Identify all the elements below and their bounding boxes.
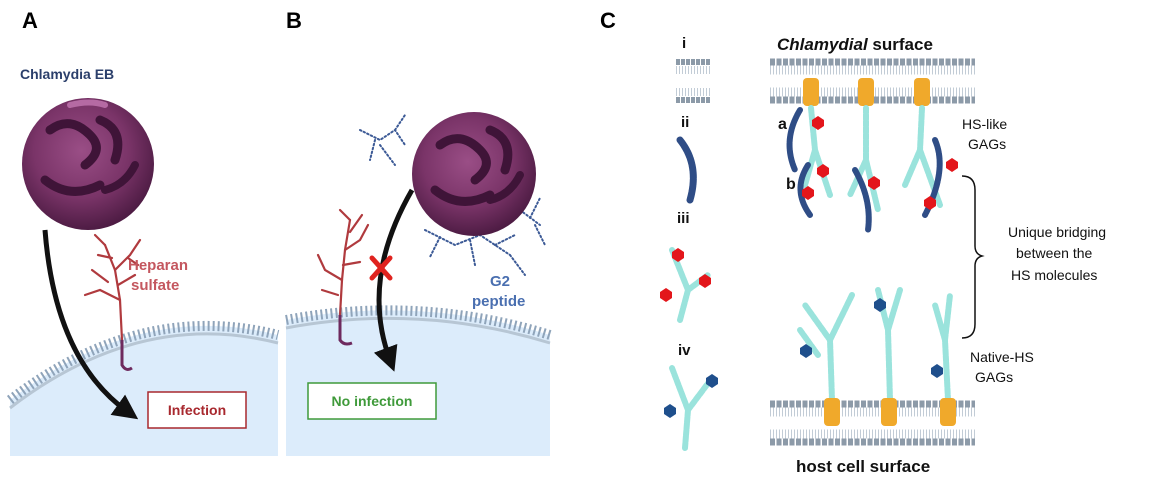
- hs-like-label-1: HS-like: [962, 116, 1007, 132]
- legend-branched-iii: [660, 247, 711, 323]
- blue-hexagons: [800, 298, 943, 378]
- panel-b: B: [285, 8, 552, 456]
- panel-letter-a: A: [22, 8, 38, 33]
- no-infection-box: [307, 382, 437, 420]
- label-iv: iv: [678, 342, 691, 359]
- host-cell-a: [6, 320, 280, 456]
- chlamydial-membrane: [770, 58, 975, 106]
- label-i: i: [682, 35, 686, 52]
- bridging-label-2: between the: [1016, 245, 1092, 261]
- hs-anchor-a: [120, 340, 133, 371]
- host-cell-membrane-c: [770, 398, 975, 446]
- native-hs-gags: [797, 287, 953, 403]
- chlamydia-eb-label: Chlamydia EB: [20, 66, 114, 82]
- red-x-icon: [369, 255, 393, 281]
- g2-peptide-clusters: [359, 114, 546, 276]
- curved-arrow-icon: [42, 229, 139, 420]
- heparan-label-2: sulfate: [131, 277, 179, 294]
- native-hs-label-1: Native-HS: [970, 349, 1034, 365]
- chlamydial-surface-label: Chlamydial surface: [777, 35, 933, 54]
- host-cell-surface-label: host cell surface: [796, 457, 930, 476]
- legend-membrane-i: [676, 59, 710, 103]
- legend-chain-ii: [676, 136, 697, 204]
- chlamydia-eb-sphere-b: [412, 112, 536, 236]
- surface-word: surface: [868, 35, 933, 54]
- label-ii: ii: [681, 114, 689, 131]
- heparan-sulfate-tree-b: [316, 208, 370, 317]
- panel-letter-b: B: [286, 8, 302, 33]
- hs-anchor-b: [338, 315, 353, 346]
- legend-branched-iv: [664, 365, 718, 451]
- bridging-label-3: HS molecules: [1011, 267, 1097, 283]
- infection-box: [147, 391, 247, 429]
- hs-like-label-2: GAGs: [968, 136, 1006, 152]
- no-infection-label: No infection: [332, 393, 413, 409]
- heparan-label-1: Heparan: [128, 257, 188, 274]
- heparan-sulfate-tree: [83, 233, 142, 342]
- native-hs-label-2: GAGs: [975, 369, 1013, 385]
- red-hexagons: [802, 116, 958, 210]
- panel-letter-c: C: [600, 8, 616, 33]
- chlamydial-italic: Chlamydial: [777, 35, 869, 54]
- panel-c: C i ii iii iv Chlamydial surface: [600, 8, 1106, 476]
- infection-label: Infection: [168, 402, 226, 418]
- g2-label-2: peptide: [472, 293, 525, 310]
- panel-a: A Chlamydia EB Hep: [6, 8, 280, 456]
- bracket-icon: [961, 175, 985, 339]
- g2-label-1: G2: [490, 273, 510, 290]
- hs-like-gags: [786, 105, 943, 233]
- curved-arrow-icon-b: [373, 188, 415, 372]
- bridging-label-1: Unique bridging: [1008, 224, 1106, 240]
- label-b: b: [786, 176, 796, 193]
- label-a: a: [778, 116, 787, 133]
- label-iii: iii: [677, 210, 690, 227]
- chlamydia-eb-sphere: [22, 98, 154, 230]
